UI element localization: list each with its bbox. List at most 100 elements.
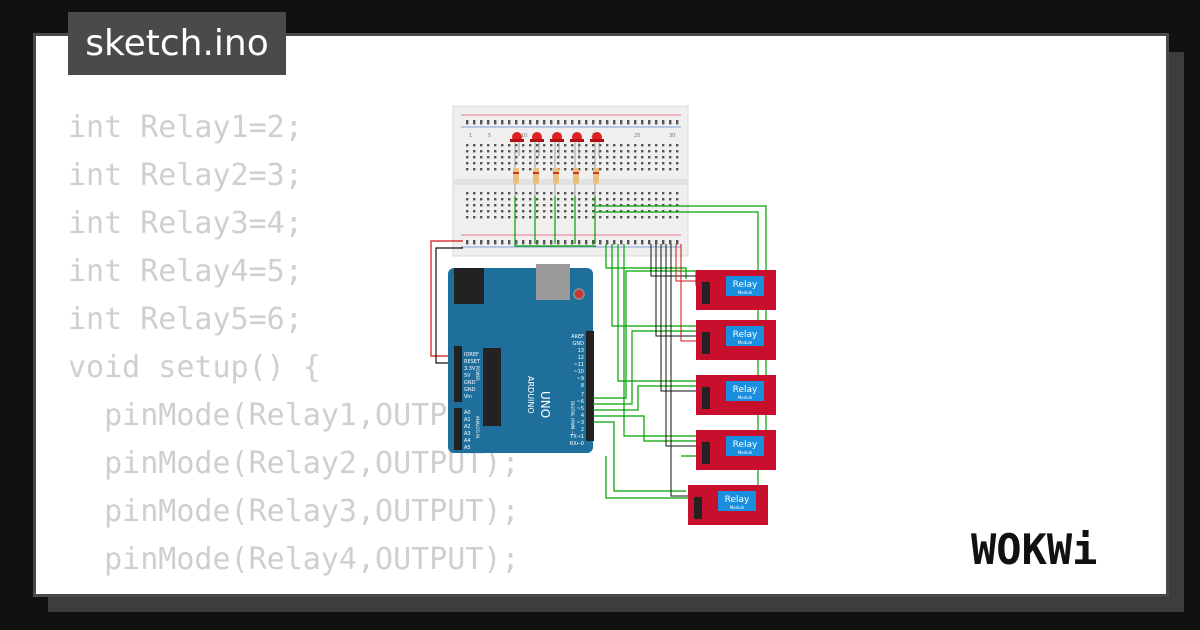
breadboard-hole	[606, 150, 609, 153]
arduino-brand: ARDUINO	[526, 376, 535, 414]
breadboard-hole	[515, 162, 518, 165]
breadboard-hole	[641, 120, 644, 123]
breadboard-hole	[571, 156, 574, 159]
breadboard-hole	[466, 122, 469, 125]
breadboard-hole	[571, 204, 574, 207]
breadboard-hole	[592, 240, 595, 243]
breadboard-hole	[501, 216, 504, 219]
breadboard-hole	[522, 144, 525, 147]
breadboard-hole	[501, 204, 504, 207]
breadboard-hole	[641, 192, 644, 195]
breadboard: 1 5 10 15 20 25 30	[452, 105, 689, 257]
breadboard-hole	[620, 240, 623, 243]
breadboard-hole	[529, 120, 532, 123]
breadboard-hole	[613, 192, 616, 195]
analog-pin-label: A3	[464, 431, 471, 437]
breadboard-hole	[620, 216, 623, 219]
breadboard-hole	[536, 144, 539, 147]
wokwi-logo: WOKWi	[971, 525, 1097, 574]
file-tab[interactable]: sketch.ino	[68, 12, 286, 75]
breadboard-hole	[676, 210, 679, 213]
breadboard-hole	[466, 144, 469, 147]
breadboard-hole	[564, 120, 567, 123]
breadboard-hole	[508, 210, 511, 213]
breadboard-hole	[599, 192, 602, 195]
led-4	[570, 132, 584, 142]
breadboard-hole	[634, 204, 637, 207]
bb-col-label: 25	[634, 133, 640, 139]
breadboard-hole	[529, 216, 532, 219]
breadboard-hole	[473, 204, 476, 207]
breadboard-hole	[655, 216, 658, 219]
breadboard-hole	[480, 198, 483, 201]
breadboard-hole	[676, 122, 679, 125]
breadboard-hole	[634, 162, 637, 165]
breadboard-hole	[494, 210, 497, 213]
breadboard-hole	[669, 162, 672, 165]
breadboard-hole	[620, 156, 623, 159]
breadboard-hole	[634, 168, 637, 171]
breadboard-hole	[634, 198, 637, 201]
breadboard-hole	[662, 198, 665, 201]
breadboard-hole	[578, 156, 581, 159]
breadboard-hole	[557, 122, 560, 125]
wokwi-logo-text: WOKWi	[971, 525, 1097, 574]
breadboard-hole	[592, 144, 595, 147]
breadboard-hole	[641, 144, 644, 147]
breadboard-hole	[578, 192, 581, 195]
breadboard-hole	[620, 168, 623, 171]
breadboard-hole	[494, 150, 497, 153]
led-array	[510, 132, 604, 196]
breadboard-hole	[599, 162, 602, 165]
breadboard-hole	[585, 168, 588, 171]
breadboard-hole	[592, 192, 595, 195]
breadboard-hole	[655, 198, 658, 201]
breadboard-hole	[529, 192, 532, 195]
breadboard-hole	[494, 168, 497, 171]
code-line: int Relay5=6;	[68, 302, 303, 337]
breadboard-hole	[585, 192, 588, 195]
breadboard-hole	[606, 240, 609, 243]
breadboard-hole	[529, 144, 532, 147]
relay-title: Relay	[725, 495, 750, 505]
breadboard-hole	[494, 120, 497, 123]
breadboard-hole	[571, 240, 574, 243]
breadboard-hole	[536, 156, 539, 159]
breadboard-hole	[578, 162, 581, 165]
breadboard-hole	[543, 144, 546, 147]
relay-subtitle: Module	[738, 450, 753, 455]
breadboard-hole	[655, 242, 658, 245]
relay-subtitle: Module	[730, 505, 745, 510]
breadboard-hole	[564, 240, 567, 243]
breadboard-hole	[487, 192, 490, 195]
breadboard-hole	[662, 242, 665, 245]
breadboard-hole	[536, 210, 539, 213]
breadboard-hole	[662, 162, 665, 165]
relay-title: Relay	[733, 440, 758, 450]
breadboard-hole	[620, 242, 623, 245]
breadboard-hole	[599, 242, 602, 245]
relay-title: Relay	[733, 280, 758, 290]
breadboard-hole	[550, 168, 553, 171]
relay-module-5: Relay Module	[688, 485, 768, 525]
breadboard-hole	[606, 210, 609, 213]
breadboard-hole	[508, 168, 511, 171]
analog-pin-label: A1	[464, 417, 471, 423]
breadboard-hole	[487, 168, 490, 171]
breadboard-hole	[480, 240, 483, 243]
breadboard-hole	[473, 162, 476, 165]
breadboard-hole	[487, 122, 490, 125]
breadboard-hole	[494, 156, 497, 159]
breadboard-hole	[627, 150, 630, 153]
breadboard-hole	[494, 204, 497, 207]
breadboard-hole	[641, 198, 644, 201]
breadboard-hole	[669, 122, 672, 125]
breadboard-hole	[634, 216, 637, 219]
breadboard-hole	[473, 122, 476, 125]
breadboard-hole	[515, 156, 518, 159]
breadboard-hole	[543, 204, 546, 207]
digital-pin-label: 13	[578, 348, 584, 354]
breadboard-hole	[592, 162, 595, 165]
breadboard-hole	[585, 216, 588, 219]
breadboard-hole	[641, 162, 644, 165]
